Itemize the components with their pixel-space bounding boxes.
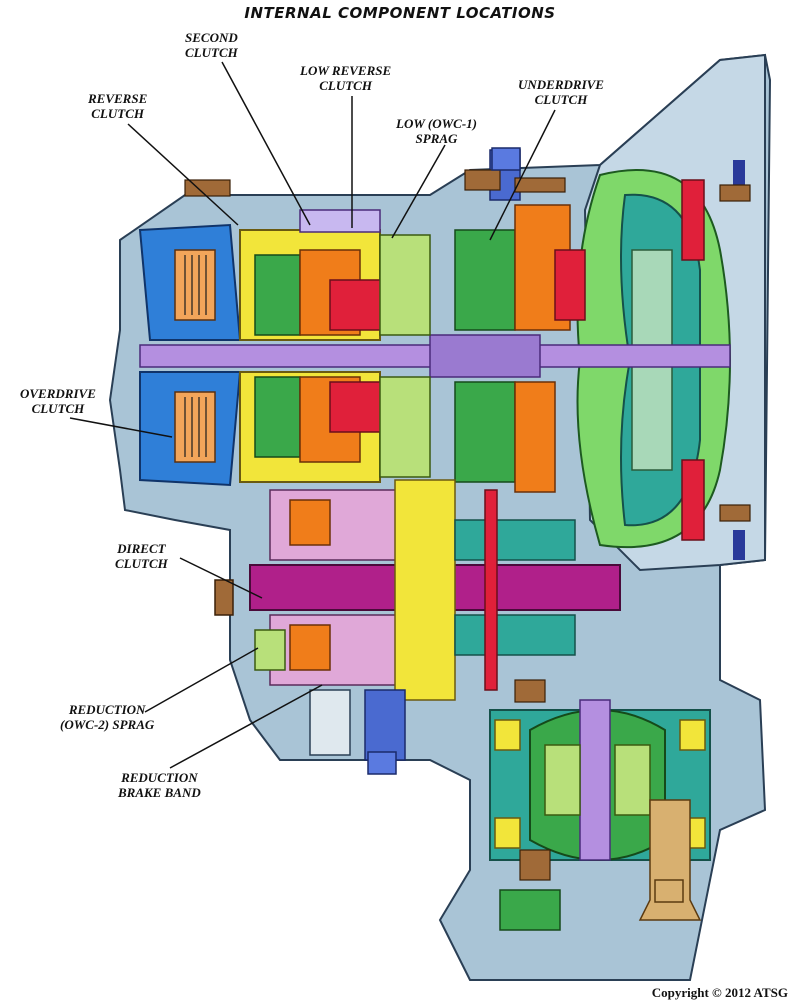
sensor-bottom (367, 751, 397, 775)
overdrive-clutch-assembly (138, 223, 242, 487)
case-bolts (184, 169, 751, 881)
differential-assembly (489, 699, 711, 931)
copyright-notice: Copyright © 2012 ATSG (651, 985, 788, 1000)
sensor-top (491, 147, 521, 171)
leader-lines (69, 61, 556, 769)
label-reduction-sprag: REDUCTION(OWC-2) SPRAG (60, 702, 155, 732)
sensor-right (654, 879, 684, 903)
diagram-title: INTERNAL COMPONENT LOCATIONS (244, 4, 556, 22)
clutch-planetary-section (239, 209, 431, 483)
label-low-sprag: LOW (OWC-1)SPRAG (396, 116, 478, 146)
